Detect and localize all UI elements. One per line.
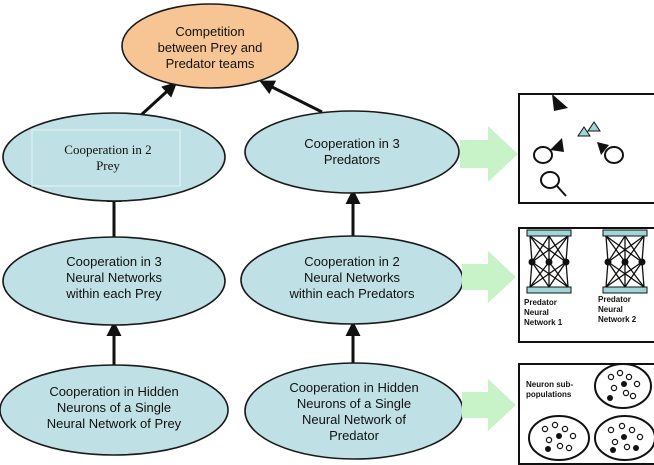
prey-cooperation-node [2,112,226,202]
competition-label-line2: between Prey and [158,40,263,55]
predator-neurons-label-line3: Neural Network of [302,412,406,427]
subpopulation-3-graphic [594,415,654,461]
network2-label-line1: Predator [598,295,631,304]
prey-agent-icon-2 [587,121,601,132]
predator-agent-icon-top [552,94,568,111]
prey-cooperation-label-line2: Prey [96,158,120,173]
network1-label-line1: Predator [524,298,557,307]
pointer-arrow-agents [460,126,518,182]
subpopulation-2-graphic [528,415,590,461]
prey-networks-label-line2: Neural Networks [66,270,163,285]
prey-cooperation-label-line1: Cooperation in 2 [64,142,151,157]
predator-neurons-label-line2: Neurons of a Single [297,396,411,411]
prey-neurons-label-line1: Cooperation in Hidden [49,384,178,399]
predator-networks-label-line3: within each Predators [288,286,415,301]
predator-neurons-node [244,362,464,460]
competition-label-line1: Competition [175,24,244,39]
network1-label-line2: Neural [524,308,549,317]
prey-networks-label-line3: within each Prey [65,286,162,301]
edge-predator-to-competition [259,80,323,114]
prey-neurons-label-line2: Neurons of a Single [57,400,171,415]
predator-agent-icon-left [550,138,564,152]
subpop-label-line1: Neuron sub- [526,380,573,389]
network2-label-line2: Neural [598,305,623,314]
network2-label-line3: Network 2 [598,315,637,324]
prey-agent-icon-1 [577,126,591,137]
predator-networks-label-line2: Neural Networks [304,270,401,285]
predator-neurons-label-line1: Cooperation in Hidden [289,380,418,395]
prey-cooperation-highlight [31,129,181,187]
agent-tail [556,185,567,197]
agent-circle-right [604,146,624,164]
neural-network-2-graphic [602,229,648,294]
predator-agent-icon-right [597,142,609,155]
agent-circle-left [533,146,553,164]
predator-cooperation-node [244,110,460,194]
prey-networks-label-line1: Cooperation in 3 [66,254,161,269]
pointer-arrow-networks [462,251,516,303]
predator-cooperation-label-line2: Predators [324,152,381,167]
predator-neurons-label-line4: Predator [329,428,380,443]
edge-prey-to-competition [138,81,178,118]
pointer-arrow-neurons [462,379,516,431]
prey-neurons-label-line3: Neural Network of Prey [47,416,182,431]
agent-circle-bottom [540,171,560,189]
predator-cooperation-label-line1: Cooperation in 3 [304,136,399,151]
network1-label-line3: Network 1 [524,318,563,327]
subpop-label-line2: populations [526,390,572,399]
prey-networks-node [2,236,226,326]
competition-label-line3: Predator teams [166,56,255,71]
predator-networks-label-line1: Cooperation in 2 [304,254,399,269]
neural-network-1-graphic [526,229,572,294]
prey-neurons-node [0,364,229,456]
competition-node [121,3,299,89]
subpopulation-1-graphic [594,363,652,409]
